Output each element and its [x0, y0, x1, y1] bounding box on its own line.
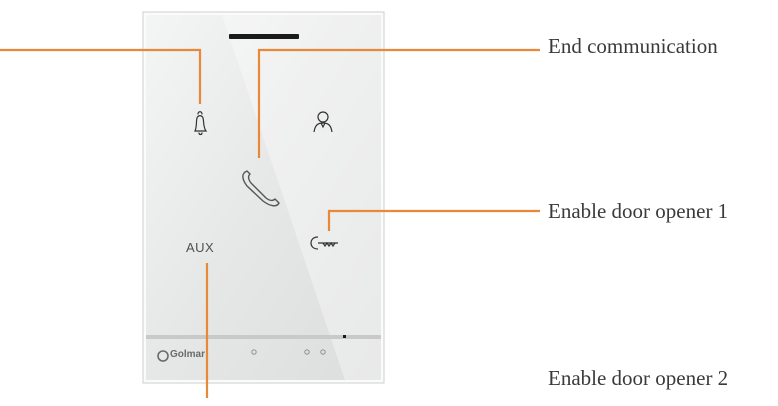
callout-line-end-communication: [257, 48, 540, 158]
status-dot: [304, 349, 310, 355]
led-indicator: [343, 335, 346, 338]
bell-icon[interactable]: [194, 111, 208, 136]
callout-line-door-opener-1: [327, 209, 540, 231]
status-dot: [320, 349, 326, 355]
brand-name: Golmar: [170, 349, 206, 360]
status-dot: [251, 349, 257, 355]
key-icon[interactable]: [310, 236, 338, 250]
callout-line-bell: [0, 48, 202, 104]
brand-logo-icon: [157, 350, 169, 362]
callout-door-opener-1: Enable door opener 1: [548, 199, 729, 223]
intercom-panel: [142, 11, 385, 384]
handset-icon[interactable]: [242, 170, 280, 207]
glass-reflection: [222, 15, 381, 380]
user-icon[interactable]: [313, 111, 333, 133]
callout-door-opener-2: Enable door opener 2: [548, 366, 729, 390]
callout-end-communication: End communication: [548, 34, 718, 58]
callout-lines: [0, 48, 540, 398]
panel-divider: [146, 335, 381, 339]
aux-label[interactable]: AUX: [186, 240, 215, 255]
speaker-slot: [229, 34, 299, 39]
